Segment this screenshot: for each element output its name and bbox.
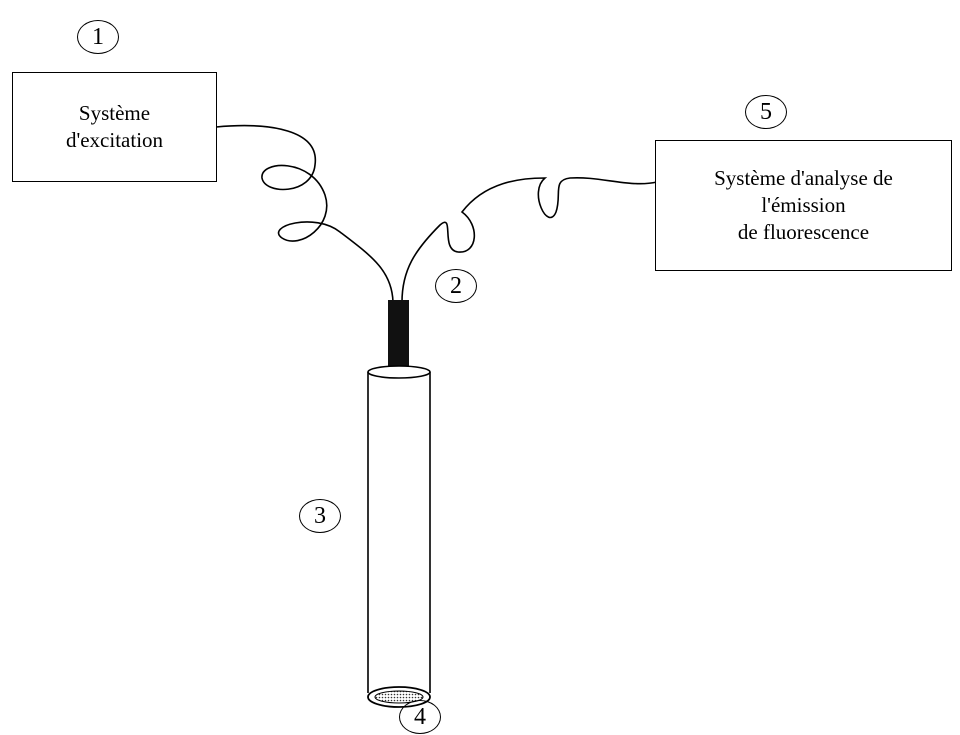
marker-4: 4 <box>399 700 441 734</box>
probe-tube <box>367 372 431 693</box>
emission-fiber <box>401 176 658 303</box>
marker-1: 1 <box>77 20 119 54</box>
excitation-label-line1: Système <box>78 101 151 125</box>
analysis-label-line1: Système d'analyse de <box>714 166 893 190</box>
marker-3: 3 <box>299 499 341 533</box>
excitation-system-box: Système d'excitation <box>12 72 217 182</box>
probe-tube-top <box>367 365 431 379</box>
marker-5: 5 <box>745 95 787 129</box>
probe-tip-face <box>374 690 424 704</box>
analysis-system-box: Système d'analyse de l'émission de fluor… <box>655 140 952 271</box>
probe-connector <box>388 300 409 368</box>
marker-2: 2 <box>435 269 477 303</box>
analysis-label-line2: l'émission <box>761 193 846 217</box>
excitation-label-line2: d'excitation <box>65 128 164 152</box>
excitation-fiber <box>215 124 394 303</box>
analysis-label-line3: de fluorescence <box>737 220 870 244</box>
